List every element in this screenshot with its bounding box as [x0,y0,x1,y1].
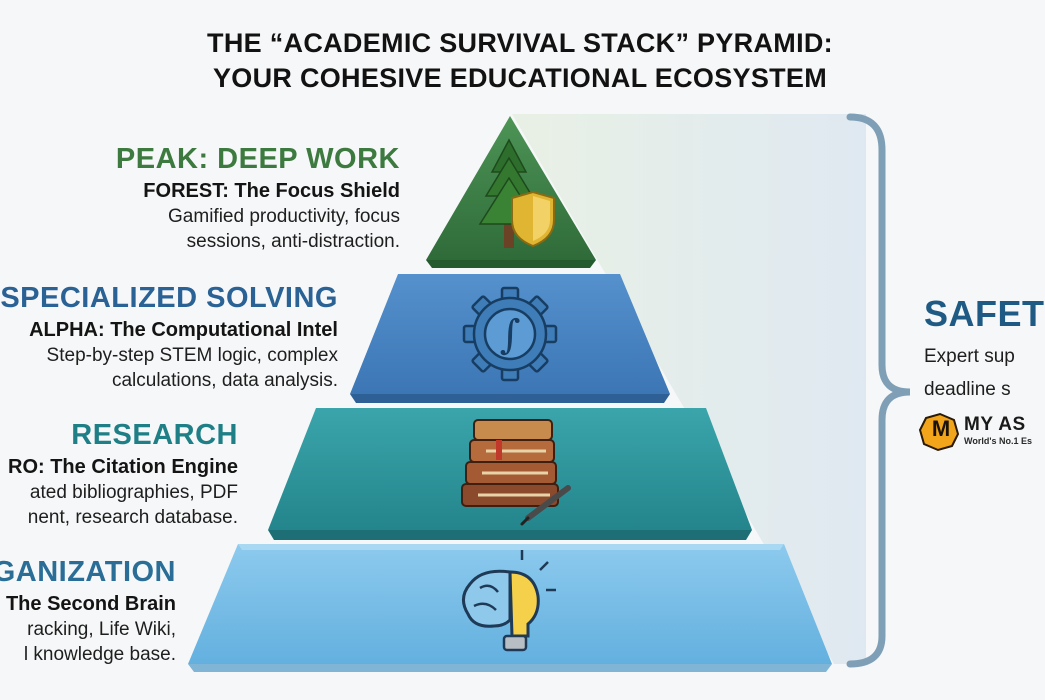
brand-tagline: World's No.1 Es [964,436,1032,446]
organization-text-block: GANIZATION The Second Brain racking, Lif… [0,555,176,667]
organization-heading: GANIZATION [0,556,176,588]
brand-logo-letter: M [931,416,951,441]
tree-shield-icon [478,138,555,248]
background-panel [512,114,866,664]
research-desc-line-2: nent, research database. [27,507,238,528]
solving-tool: ALPHA: The Computational Intel [29,319,338,341]
safety-desc-line-2: deadline s [924,379,1011,400]
safety-text-block: SAFET Expert sup deadline s [924,292,1045,402]
research-heading: RESEARCH [71,419,238,451]
organization-desc-line-1: racking, Life Wiki, [27,619,176,640]
peak-tool: FOREST: The Focus Shield [143,180,400,202]
pyramid-diagram: ∫ [188,113,960,672]
safety-bracket [846,113,911,668]
peak-desc-line-2: sessions, anti-distraction. [186,231,400,252]
research-tool: RO: The Citation Engine [8,456,238,478]
solving-desc-line-2: calculations, data analysis. [111,370,338,391]
title-line-2: YOUR COHESIVE EDUCATIONAL ECOSYSTEM [212,63,828,93]
brand-logo-icon [918,412,960,452]
peak-text-block: PEAK: DEEP WORK FOREST: The Focus Shield… [116,142,400,254]
brand-name: MY AS [964,414,1026,435]
safety-desc-line-1: Expert sup [924,346,1015,367]
solving-desc-line-1: Step-by-step STEM logic, complex [46,345,338,366]
research-desc-line-1: ated bibliographies, PDF [29,482,238,503]
gear-integral-icon: ∫ [462,286,558,382]
safety-heading: SAFET [924,293,1045,334]
title-line-1: THE “ACADEMIC SURVIVAL STACK” PYRAMID: [207,28,833,58]
solving-heading: SPECIALIZED SOLVING [0,282,338,314]
books-pen-icon [461,419,571,526]
brain-lightbulb-icon [462,550,556,652]
organization-desc-line-2: l knowledge base. [23,644,176,665]
solving-text-block: SPECIALIZED SOLVING ALPHA: The Computati… [0,281,338,393]
peak-heading: PEAK: DEEP WORK [115,143,400,175]
research-text-block: RESEARCH RO: The Citation Engine ated bi… [8,418,238,530]
page-title: THE “ACADEMIC SURVIVAL STACK” PYRAMID: Y… [120,26,920,96]
organization-tool: The Second Brain [5,593,176,615]
svg-text:∫: ∫ [500,312,521,358]
peak-desc-line-1: Gamified productivity, focus [168,206,400,227]
